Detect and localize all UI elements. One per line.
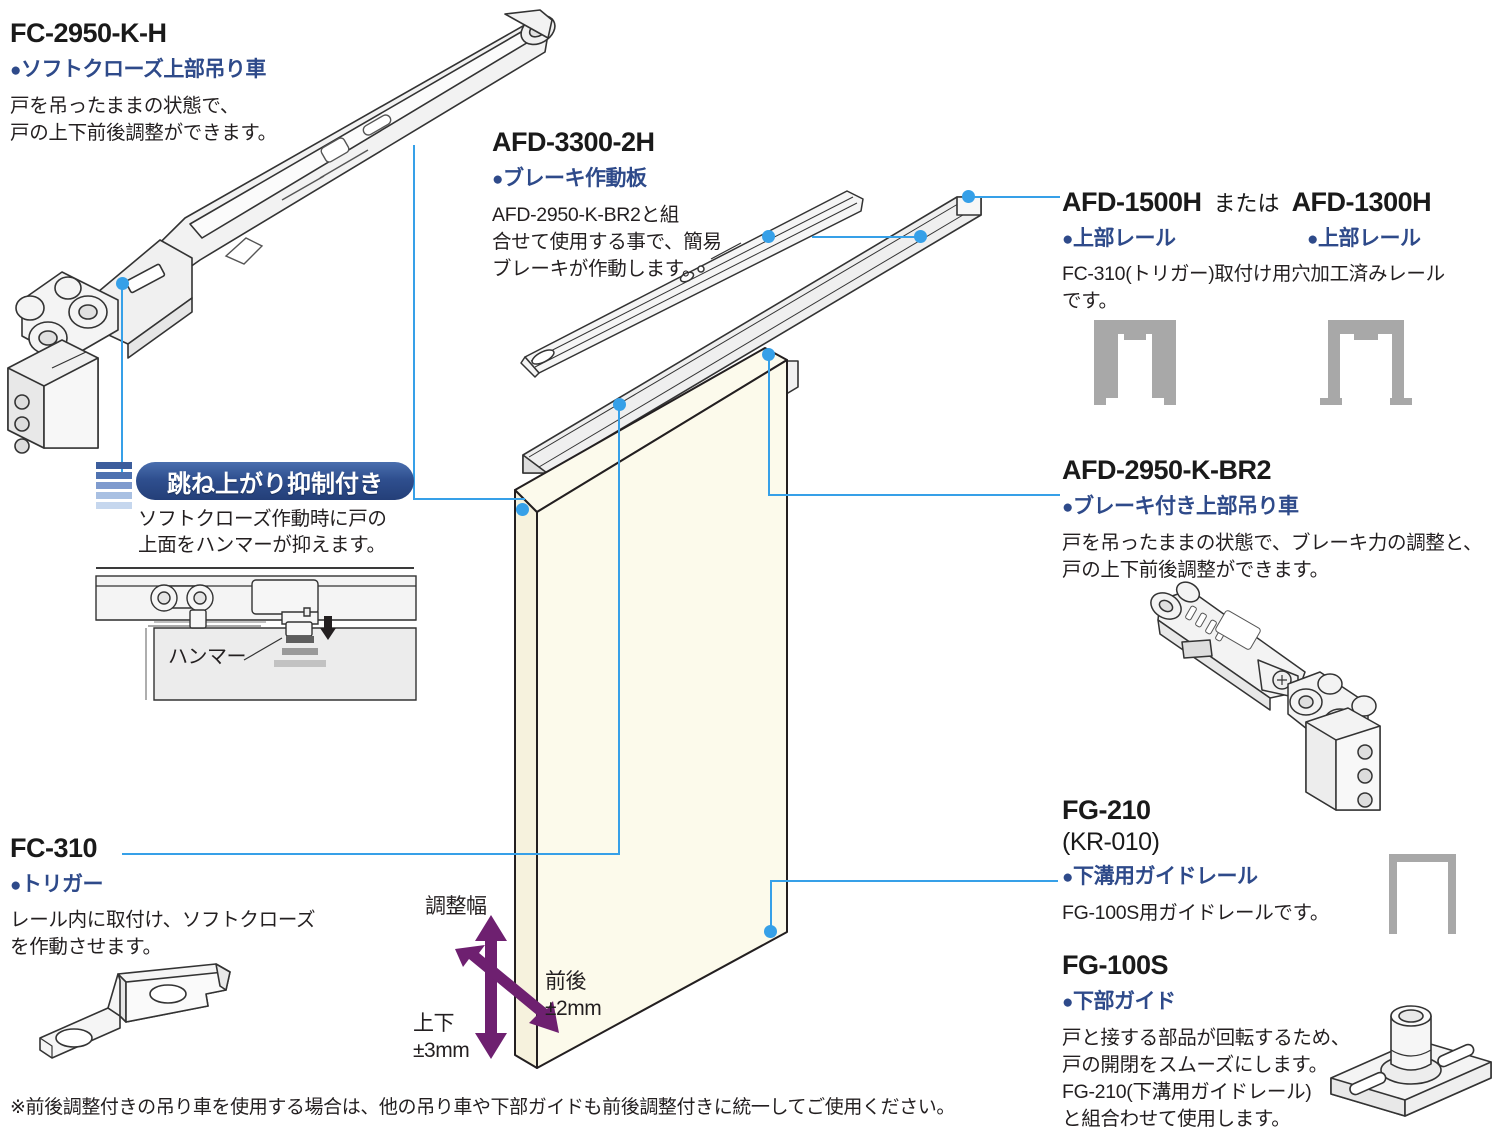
banner-title: 跳ね上がり抑制付き <box>167 470 383 498</box>
leader-dot-door-left <box>516 503 529 516</box>
afd3300-brake-plate-illustration <box>520 190 864 378</box>
fc310-subtitle: ●トリガー <box>10 873 103 896</box>
leader-dot-upper-rail <box>962 190 975 203</box>
bullet-icon: ● <box>492 169 503 190</box>
door-panel-illustration <box>514 347 788 1069</box>
afd3300-code: AFD-3300-2H <box>492 127 655 157</box>
part-block-afd2950br2: AFD-2950-K-BR2 ●ブレーキ付き上部吊り車 戸を吊ったままの状態で、… <box>1062 455 1483 584</box>
banner-title-bar: 跳ね上がり抑制付き <box>136 462 414 500</box>
adjustment-arrows <box>455 915 559 1059</box>
leader-dot-afd3300-b <box>914 230 927 243</box>
feature-banner: 跳ね上がり抑制付き ソフトクローズ作動時に戸の 上面をハンマーが抑えます。 <box>96 462 414 559</box>
upper-rails-desc: FC-310(トリガー)取付け用穴加工済みレール です。 <box>1062 263 1445 312</box>
fg100s-desc: 戸と接する部品が回転するため、 戸の開閉をスムーズにします。 FG-210(下溝… <box>1062 1027 1351 1130</box>
afd1300h-code: AFD-1300H <box>1291 187 1432 217</box>
fg100s-subtitle: ●下部ガイド <box>1062 990 1176 1013</box>
fg100s-code: FG-100S <box>1062 950 1169 980</box>
fg210-alt-code: (KR-010) <box>1062 828 1160 856</box>
fg210-subtitle: ●下溝用ガイドレール <box>1062 865 1258 888</box>
leader-br2-vertical <box>768 354 771 496</box>
afd3300-desc: AFD-2950-K-BR2と組 合せて使用する事で、簡易 ブレーキが作動します… <box>492 204 722 280</box>
afd1300h-subtitle: ●上部レール <box>1307 227 1421 250</box>
banner-stripes-icon <box>96 462 132 512</box>
fc2950kh-desc: 戸を吊ったままの状態で、 戸の上下前後調整ができます。 <box>10 95 277 144</box>
leader-fg210-vertical <box>770 882 773 930</box>
bullet-icon: ● <box>1062 992 1073 1013</box>
part-block-fg100s: FG-100S ●下部ガイド 戸と接する部品が回転するため、 戸の開閉をスムーズ… <box>1062 950 1350 1133</box>
fc2950kh-illustration <box>7 9 556 454</box>
leader-upper-rail-horizontal <box>972 196 1060 199</box>
leader-br2-horizontal <box>768 494 1060 497</box>
adjustment-title: 調整幅 <box>425 895 487 918</box>
bullet-icon: ● <box>1062 229 1073 250</box>
fg210-code: FG-210 <box>1062 795 1151 825</box>
upper-rail-illustration <box>522 196 982 474</box>
leader-fg210-horizontal <box>770 880 1058 883</box>
leader-dot-door-bottom-right <box>764 925 777 938</box>
part-block-fg210: FG-210 (KR-010) ●下溝用ガイドレール FG-100S用ガイドレー… <box>1062 795 1329 927</box>
footer-note: ※前後調整付きの吊り車を使用する場合は、他の吊り車や下部ガイドも前後調整付きに統… <box>10 1097 955 1118</box>
afd2950br2-desc: 戸を吊ったままの状態で、ブレーキ力の調整と、 戸の上下前後調整ができます。 <box>1062 532 1483 581</box>
hammer-detail-illustration <box>95 572 417 701</box>
fc310-desc: レール内に取付け、ソフトクローズ を作動させます。 <box>10 909 316 958</box>
afd3300-subtitle: ●ブレーキ作動板 <box>492 167 647 190</box>
part-block-afd3300: AFD-3300-2H ●ブレーキ作動板 AFD-2950-K-BR2と組 合せ… <box>492 127 722 283</box>
banner-divider <box>96 567 414 569</box>
fc2950kh-subtitle: ●ソフトクローズ上部吊り車 <box>10 58 266 81</box>
fc310-code: FC-310 <box>10 833 98 863</box>
fg210-profile-illustration <box>1389 854 1456 934</box>
afd2950br2-illustration <box>1150 581 1381 811</box>
afd1500h-subtitle: ●上部レール <box>1062 227 1176 250</box>
leader-afd3300-down <box>413 145 416 500</box>
fg210-desc: FG-100S用ガイドレールです。 <box>1062 902 1330 924</box>
hammer-label: ハンマー <box>168 646 247 668</box>
bullet-icon: ● <box>1062 867 1073 888</box>
adjustment-vertical-label: 上下 ±3mm <box>413 1012 470 1063</box>
bullet-icon: ● <box>1062 497 1073 518</box>
banner-desc: ソフトクローズ作動時に戸の 上面をハンマーが抑えます。 <box>138 508 387 557</box>
afd2950br2-code: AFD-2950-K-BR2 <box>1062 455 1272 485</box>
part-block-upper-rails: AFD-1500H または AFD-1300H ●上部レール ●上部レール FC… <box>1062 186 1445 315</box>
afd2950br2-subtitle: ●ブレーキ付き上部吊り車 <box>1062 495 1299 518</box>
leader-fc310-horizontal <box>122 853 620 856</box>
part-block-fc310: FC-310 ●トリガー レール内に取付け、ソフトクローズ を作動させます。 <box>10 833 316 961</box>
afd1300h-profile-illustration <box>1320 320 1412 405</box>
leader-fc2950kh-vertical <box>121 283 124 473</box>
bullet-icon: ● <box>1307 229 1318 250</box>
afd1500h-code: AFD-1500H <box>1062 187 1202 217</box>
bullet-icon: ● <box>10 60 21 81</box>
adjustment-depth-label: 前後 ±2mm <box>545 970 602 1021</box>
leader-afd3300-to-door <box>413 498 525 501</box>
part-block-fc2950kh: FC-2950-K-H ●ソフトクローズ上部吊り車 戸を吊ったままの状態で、 戸… <box>10 18 277 147</box>
afd1500h-profile-illustration <box>1094 320 1176 405</box>
fg100s-illustration <box>1330 1005 1492 1117</box>
leader-dot-afd3300 <box>762 230 775 243</box>
fc310-illustration <box>39 963 231 1059</box>
leader-head-rail-vertical <box>618 404 621 854</box>
rail-join-label: または <box>1213 191 1280 216</box>
bullet-icon: ● <box>10 875 21 896</box>
fc2950kh-code: FC-2950-K-H <box>10 18 167 48</box>
leader-afd3300-horizontal <box>812 236 920 239</box>
